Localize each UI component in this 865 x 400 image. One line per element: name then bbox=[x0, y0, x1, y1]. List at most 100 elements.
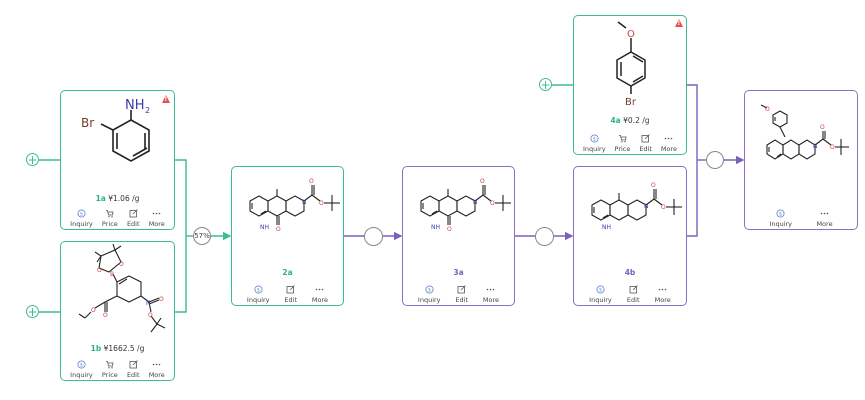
more-icon bbox=[152, 209, 161, 218]
atom-o: O bbox=[651, 182, 656, 189]
compound-label-4a: 4a ¥0.2 /g bbox=[574, 116, 686, 125]
svg-text:$: $ bbox=[80, 212, 83, 218]
more-button[interactable]: More bbox=[816, 209, 833, 228]
step4-circle[interactable] bbox=[706, 151, 724, 169]
action-label: More bbox=[148, 220, 165, 228]
action-label: Edit bbox=[455, 296, 469, 304]
compound-card-4a[interactable]: O Br 4a ¥0.2 /g $Inquiry Price Edit More bbox=[573, 15, 687, 155]
structure-4b: N NH O O bbox=[591, 182, 682, 231]
more-button[interactable]: More bbox=[149, 209, 165, 228]
action-label: Inquiry bbox=[417, 296, 441, 304]
inquiry-button[interactable]: $ Inquiry bbox=[769, 209, 792, 228]
atom-o: O bbox=[276, 226, 281, 233]
inquiry-button[interactable]: $Inquiry bbox=[583, 134, 606, 153]
atom-o: O bbox=[159, 296, 164, 303]
action-label: Price bbox=[101, 371, 118, 379]
inquiry-icon: $ bbox=[77, 360, 86, 369]
compound-card-3a[interactable]: N NH O O O 3a $ Inquiry Edit More bbox=[402, 166, 515, 306]
cart-icon bbox=[105, 209, 114, 218]
warning-icon bbox=[675, 19, 683, 27]
atom-o: O bbox=[820, 124, 825, 131]
edit-button[interactable]: Edit bbox=[455, 285, 468, 304]
compound-label-1b: 1b ¥1662.5 /g bbox=[61, 344, 174, 353]
card-actions: $ Inquiry Edit More bbox=[574, 285, 686, 304]
compound-card-2a[interactable]: N NH O O O 2a $Inquiry Edit More bbox=[231, 166, 344, 306]
inquiry-icon: $ bbox=[590, 134, 599, 143]
atom-nh: NH bbox=[602, 224, 611, 231]
yield-text: 57% bbox=[194, 232, 210, 240]
add-precursor-4a-button[interactable]: + bbox=[539, 78, 552, 92]
inquiry-icon: $ bbox=[425, 285, 434, 294]
edit-button[interactable]: Edit bbox=[627, 285, 640, 304]
compound-card-1b[interactable]: B O O O O N O O 1b ¥1662.5 /g $Inquiry P… bbox=[60, 241, 175, 381]
compound-label-4b: 4b bbox=[574, 268, 686, 277]
inquiry-button[interactable]: $Inquiry bbox=[247, 285, 270, 304]
price-button[interactable]: Price bbox=[102, 209, 118, 228]
edit-button[interactable]: Edit bbox=[639, 134, 652, 153]
more-button[interactable]: More bbox=[312, 285, 328, 304]
compound-id: 1a bbox=[95, 194, 106, 203]
structure-3a: N NH O O O bbox=[420, 178, 511, 233]
atom-o: O bbox=[447, 226, 452, 233]
action-label: Inquiry bbox=[70, 371, 93, 379]
atom-n: N bbox=[813, 143, 818, 150]
compound-card-4b[interactable]: N NH O O 4b $ Inquiry Edit More bbox=[573, 166, 687, 306]
price-button[interactable]: Price bbox=[614, 134, 631, 153]
atom-o: O bbox=[661, 204, 666, 211]
more-button[interactable]: More bbox=[661, 134, 677, 153]
add-precursor-1a-button[interactable]: + bbox=[26, 153, 39, 167]
structure-1a: NH 2 Br bbox=[81, 98, 150, 162]
action-label: More bbox=[660, 145, 677, 153]
compound-id: 4b bbox=[624, 268, 636, 277]
action-label: More bbox=[311, 296, 329, 304]
edit-button[interactable]: Edit bbox=[127, 209, 140, 228]
atom-o: O bbox=[309, 178, 314, 185]
compound-label-3a: 3a bbox=[403, 268, 514, 277]
action-label: Edit bbox=[126, 220, 140, 228]
step2-circle[interactable] bbox=[364, 227, 383, 246]
more-button[interactable]: More bbox=[655, 285, 671, 304]
structure-target: O N O O bbox=[760, 104, 849, 160]
more-icon bbox=[315, 285, 324, 294]
compound-label-2a: 2a bbox=[232, 268, 343, 277]
edit-icon bbox=[641, 134, 650, 143]
more-button[interactable]: More bbox=[149, 360, 165, 379]
action-label: More bbox=[148, 371, 165, 379]
card-actions: $ Inquiry Edit More bbox=[403, 285, 514, 304]
atom-o: O bbox=[480, 178, 485, 185]
more-button[interactable]: More bbox=[483, 285, 499, 304]
inquiry-button[interactable]: $ Inquiry bbox=[418, 285, 441, 304]
compound-label-1a: 1a ¥1.06 /g bbox=[61, 194, 174, 203]
edit-button[interactable]: Edit bbox=[284, 285, 297, 304]
more-icon bbox=[486, 285, 495, 294]
action-label: Inquiry bbox=[769, 220, 793, 228]
svg-text:$: $ bbox=[428, 288, 431, 294]
atom-o: O bbox=[91, 307, 96, 314]
atom-o: O bbox=[627, 29, 635, 40]
svg-text:$: $ bbox=[599, 288, 602, 294]
inquiry-icon: $ bbox=[776, 209, 785, 218]
structure-2a: N NH O O O bbox=[249, 178, 340, 233]
target-compound-card[interactable]: O N O O $ Inquiry More bbox=[744, 90, 858, 230]
step3-circle[interactable] bbox=[535, 227, 554, 246]
add-precursor-1b-button[interactable]: + bbox=[26, 305, 39, 319]
more-icon bbox=[664, 134, 673, 143]
edit-button[interactable]: Edit bbox=[127, 360, 140, 379]
compound-card-1a[interactable]: NH 2 Br 1a ¥1.06 /g $Inquiry Price Edit … bbox=[60, 90, 175, 230]
more-icon bbox=[820, 209, 829, 218]
atom-o: O bbox=[490, 200, 495, 207]
action-label: Price bbox=[614, 145, 631, 153]
atom-n: N bbox=[146, 300, 151, 307]
inquiry-button[interactable]: $ Inquiry bbox=[70, 360, 93, 379]
atom-o: O bbox=[97, 267, 102, 274]
action-label: Inquiry bbox=[589, 296, 612, 304]
atom-o: O bbox=[765, 106, 770, 113]
compound-id: 1b bbox=[90, 344, 102, 353]
inquiry-button[interactable]: $Inquiry bbox=[70, 209, 93, 228]
action-label: Edit bbox=[284, 296, 298, 304]
inquiry-button[interactable]: $ Inquiry bbox=[589, 285, 612, 304]
atom-n: N bbox=[302, 199, 307, 206]
price-button[interactable]: Price bbox=[102, 360, 118, 379]
step1-yield-badge[interactable]: 57% bbox=[193, 227, 211, 245]
